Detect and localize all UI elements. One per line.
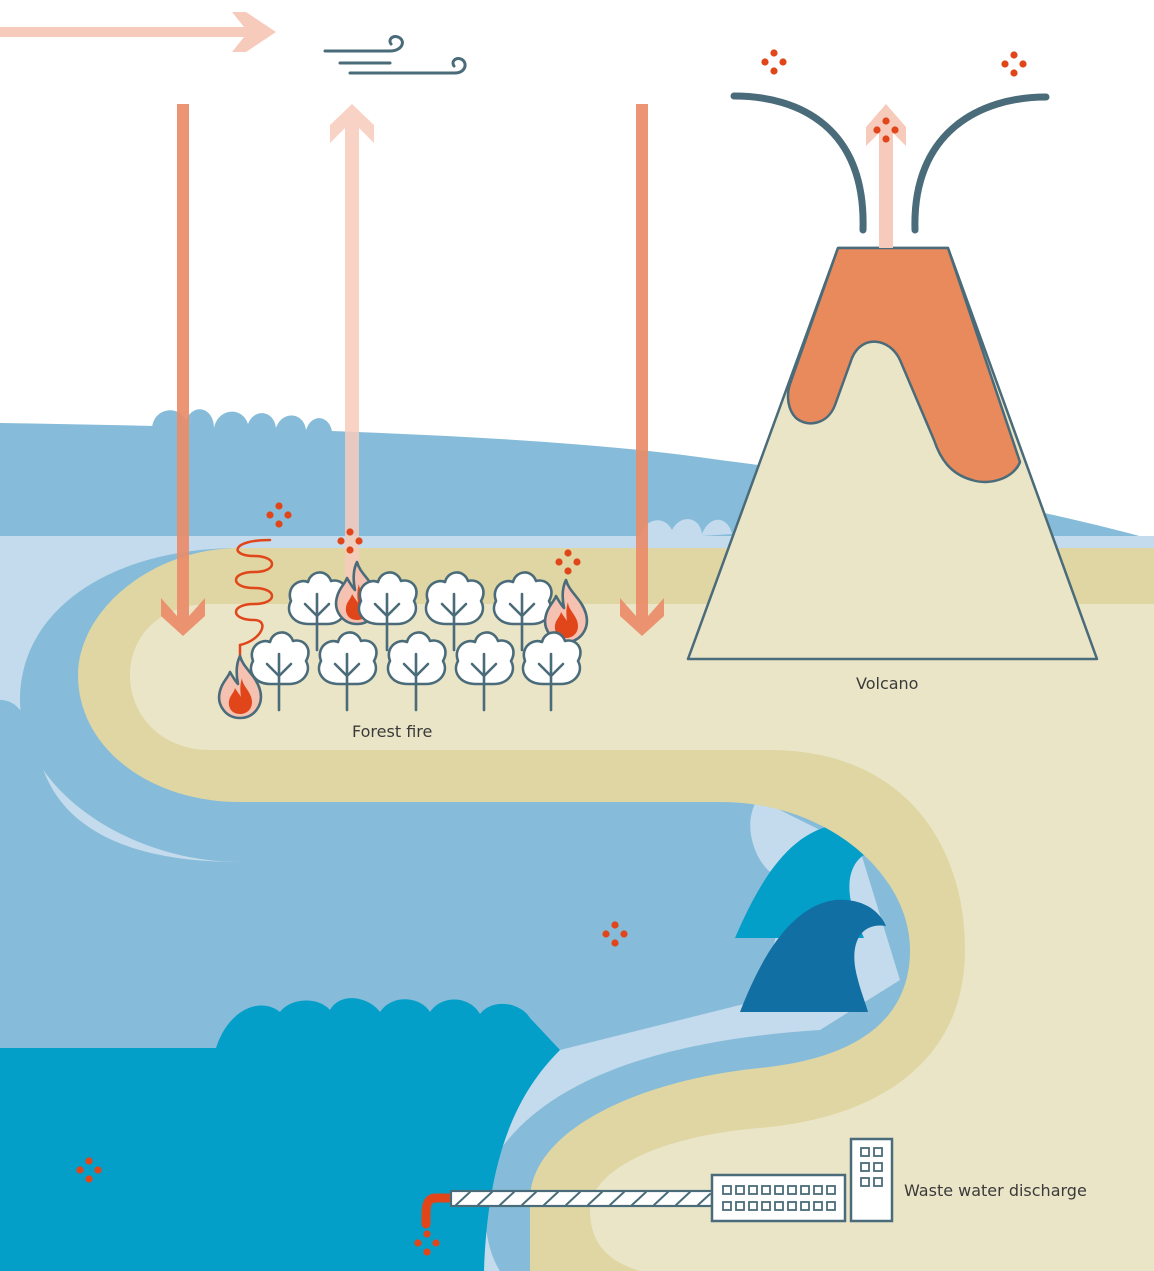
deposition-arrow-right (620, 104, 664, 636)
ocean-mid-layer (0, 700, 790, 1050)
waste-water-facility (421, 1137, 894, 1229)
discharge-pipe-icon (421, 1193, 456, 1229)
forest-fire-label: Forest fire (352, 722, 433, 741)
office-building-icon (849, 1137, 894, 1223)
deposition-arrow-left (161, 104, 205, 636)
heat-wave-icon (234, 538, 274, 664)
transport-arrow (0, 12, 276, 52)
emission-arrow-forest (330, 104, 374, 593)
breaking-wave-navy (740, 899, 886, 1012)
wind-icon (323, 35, 467, 75)
ocean-deep-layer (0, 998, 560, 1271)
volcano-label: Volcano (856, 674, 919, 693)
waste-water-label: Waste water discharge (904, 1181, 1087, 1200)
volcano-emission-arrow (866, 104, 906, 248)
ash-plume-arcs (730, 92, 1050, 234)
surface-waves-left (152, 409, 332, 432)
factory-icon (710, 1173, 847, 1223)
lava-flow (786, 246, 1022, 484)
surface-waves-right (640, 519, 732, 540)
volcano (686, 246, 1099, 661)
land (130, 604, 1154, 1271)
